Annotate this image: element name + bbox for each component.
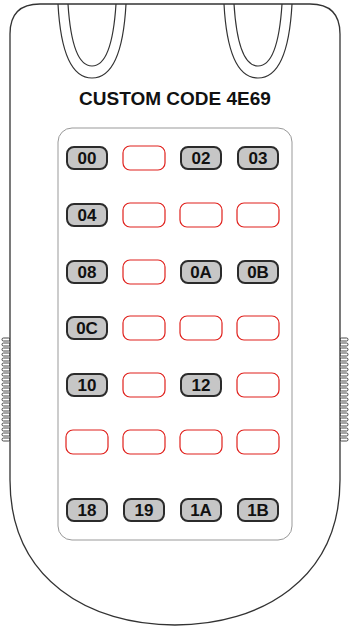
grip-ridge	[2, 373, 10, 376]
blank-button	[123, 146, 165, 170]
grip-ridge	[340, 378, 348, 381]
code-button: 03	[237, 146, 279, 170]
code-title: CUSTOM CODE 4E69	[0, 88, 350, 110]
grip-ridge	[340, 398, 348, 401]
grip-ridge	[340, 393, 348, 396]
grip-ridge	[340, 413, 348, 416]
code-button: 0C	[66, 316, 108, 340]
button-code: 00	[78, 150, 97, 167]
strap-loop	[68, 4, 116, 66]
code-button: 19	[123, 498, 165, 522]
blank-button	[123, 373, 165, 397]
grip-ridge	[2, 353, 10, 356]
code-button: 1B	[237, 498, 279, 522]
blank-button	[123, 260, 165, 284]
strap-loop	[234, 4, 282, 66]
grip-ridge	[2, 398, 10, 401]
grip-ridge	[2, 358, 10, 361]
code-button: 12	[180, 373, 222, 397]
grip-ridge	[2, 413, 10, 416]
button-code: 04	[78, 207, 97, 224]
blank-button	[123, 203, 165, 227]
blank-button	[66, 430, 108, 454]
blank-button	[180, 316, 222, 340]
button-code: 10	[78, 377, 97, 394]
grip-ridge	[2, 378, 10, 381]
button-code: 1A	[190, 502, 212, 519]
grip-ridge	[340, 388, 348, 391]
grip-ridge	[2, 368, 10, 371]
grip-ridge	[340, 428, 348, 431]
grip-ridge	[2, 408, 10, 411]
button-code: 02	[192, 150, 211, 167]
grip-ridge	[340, 373, 348, 376]
code-button: 0A	[180, 260, 222, 284]
grip-ridge	[340, 348, 348, 351]
grip-ridge	[2, 403, 10, 406]
grip-ridge	[2, 388, 10, 391]
button-code: 19	[135, 502, 154, 519]
button-code: 08	[78, 264, 97, 281]
strap-loop	[224, 4, 292, 78]
grip-ridge	[2, 348, 10, 351]
blank-button	[180, 430, 222, 454]
blank-button	[237, 373, 279, 397]
grip-ridge	[340, 408, 348, 411]
code-button: 0B	[237, 260, 279, 284]
code-button: 08	[66, 260, 108, 284]
grip-ridge	[340, 403, 348, 406]
button-code: 12	[192, 377, 211, 394]
code-button: 00	[66, 146, 108, 170]
button-code: 0C	[76, 320, 98, 337]
grip-ridge	[2, 393, 10, 396]
blank-buttons	[66, 146, 279, 454]
code-button: 18	[66, 498, 108, 522]
grip-ridge	[340, 438, 348, 441]
grip-ridge	[2, 428, 10, 431]
grip-ridge	[340, 358, 348, 361]
button-code: 03	[249, 150, 268, 167]
grip-ridge	[2, 363, 10, 366]
grip-ridge	[340, 383, 348, 386]
code-button: 02	[180, 146, 222, 170]
grip-ridge	[2, 423, 10, 426]
blank-button	[237, 316, 279, 340]
button-panel	[58, 128, 292, 540]
blank-button	[237, 203, 279, 227]
button-code: 18	[78, 502, 97, 519]
grip-ridge	[340, 433, 348, 436]
blank-button	[180, 203, 222, 227]
grip-ridge	[340, 368, 348, 371]
grip-ridge	[340, 363, 348, 366]
button-code: 0B	[247, 264, 269, 281]
grip-ridge	[340, 353, 348, 356]
button-code: 1B	[247, 502, 269, 519]
grip-ridge	[2, 383, 10, 386]
grip-ridge	[340, 423, 348, 426]
strap-loop	[58, 4, 126, 78]
grip-ridge	[2, 433, 10, 436]
blank-button	[123, 316, 165, 340]
grip-ridge	[340, 418, 348, 421]
button-code: 0A	[190, 264, 212, 281]
grip-ridge	[2, 438, 10, 441]
grip-ridge	[2, 343, 10, 346]
code-button: 1A	[180, 498, 222, 522]
code-button: 10	[66, 373, 108, 397]
grip-ridge	[2, 418, 10, 421]
blank-button	[123, 430, 165, 454]
grip-ridge	[340, 343, 348, 346]
grip-ridge	[340, 338, 348, 341]
grip-ridge	[2, 338, 10, 341]
blank-button	[237, 430, 279, 454]
code-button: 04	[66, 203, 108, 227]
